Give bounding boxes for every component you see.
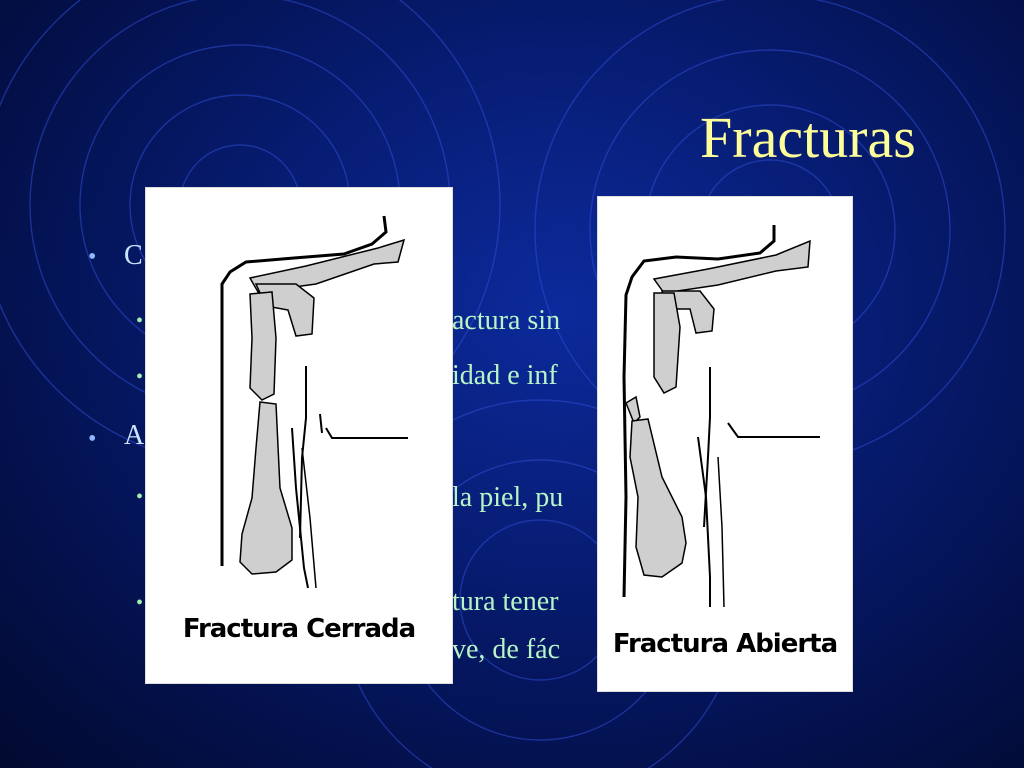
open-fracture-illustration: [622, 225, 820, 608]
closed-fracture-figure: Fractura Cerrada: [145, 187, 453, 684]
bullet-text-level2: idad e inf: [452, 360, 558, 391]
bullet-text-level2: tura tener: [452, 586, 559, 617]
closed-fracture-illustration: [220, 215, 408, 589]
bullet-dot-icon: •: [88, 426, 97, 452]
bullet-text-level1: C: [124, 240, 143, 271]
bullet-dot-icon: •: [88, 244, 97, 270]
bullet-dot-icon: •: [136, 486, 144, 508]
bullet-text-level2-continued: ve, de fác: [452, 634, 561, 665]
bullet-dot-icon: •: [136, 310, 144, 332]
slide-title: Fracturas: [700, 105, 916, 170]
bullet-text-level2: actura sin: [452, 305, 561, 336]
figure-caption: Fractura Abierta: [612, 629, 838, 659]
bullet-text-level1: A: [124, 420, 145, 451]
open-fracture-figure: Fractura Abierta: [597, 196, 853, 692]
bullet-dot-icon: •: [136, 592, 144, 614]
figure-caption: Fractura Cerrada: [182, 614, 416, 644]
bullet-dot-icon: •: [136, 366, 144, 388]
